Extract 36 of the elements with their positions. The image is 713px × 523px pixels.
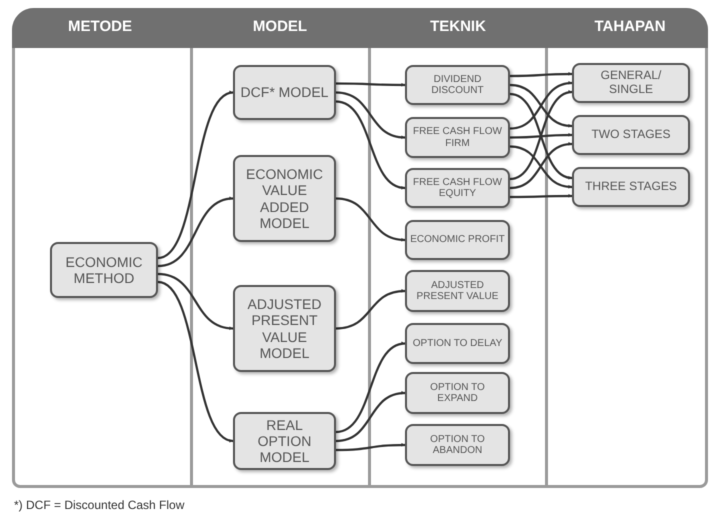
process-box: GENERAL/ SINGLE — [572, 63, 690, 103]
column-header: TAHAPAN — [593, 18, 667, 35]
column-header: TEKNIK — [429, 18, 487, 35]
arrow — [510, 72, 572, 78]
arrow — [336, 100, 406, 190]
arrow — [336, 289, 406, 330]
arrow — [158, 272, 234, 330]
process-box: DCF* MODEL — [233, 65, 336, 120]
arrow — [336, 91, 406, 139]
footnote: *) DCF = Discounted Cash Flow — [14, 498, 184, 512]
arrow — [336, 82, 405, 87]
process-box: OPTION TO EXPAND — [405, 372, 510, 414]
arrow — [158, 280, 234, 442]
arrow — [336, 391, 406, 442]
process-box: REAL OPTION MODEL — [233, 412, 336, 470]
column-header: METODE — [67, 18, 133, 35]
process-box: FREE CASH FLOW FIRM — [405, 117, 510, 158]
process-box: ADJUSTED PRESENT VALUE — [405, 270, 510, 312]
arrow — [336, 443, 406, 452]
process-box: DIVIDEND DISCOUNT — [405, 65, 510, 105]
process-box: THREE STAGES — [572, 167, 690, 207]
arrow — [336, 342, 406, 434]
arrow — [158, 91, 234, 260]
process-box: TWO STAGES — [572, 115, 690, 155]
process-box: ADJUSTED PRESENT VALUE MODEL — [233, 285, 336, 372]
column-header: MODEL — [252, 18, 308, 35]
process-box: ECONOMIC PROFIT — [405, 220, 510, 260]
process-box: OPTION TO ABANDON — [405, 424, 510, 466]
arrow — [510, 133, 572, 139]
process-box: FREE CASH FLOW EQUITY — [405, 168, 510, 208]
arrow — [510, 194, 572, 198]
process-box: ECONOMIC VALUE ADDED MODEL — [233, 155, 336, 242]
process-box: OPTION TO DELAY — [405, 323, 510, 364]
arrow — [158, 197, 234, 268]
arrow — [336, 197, 406, 242]
process-box: ECONOMIC METHOD — [50, 242, 158, 298]
